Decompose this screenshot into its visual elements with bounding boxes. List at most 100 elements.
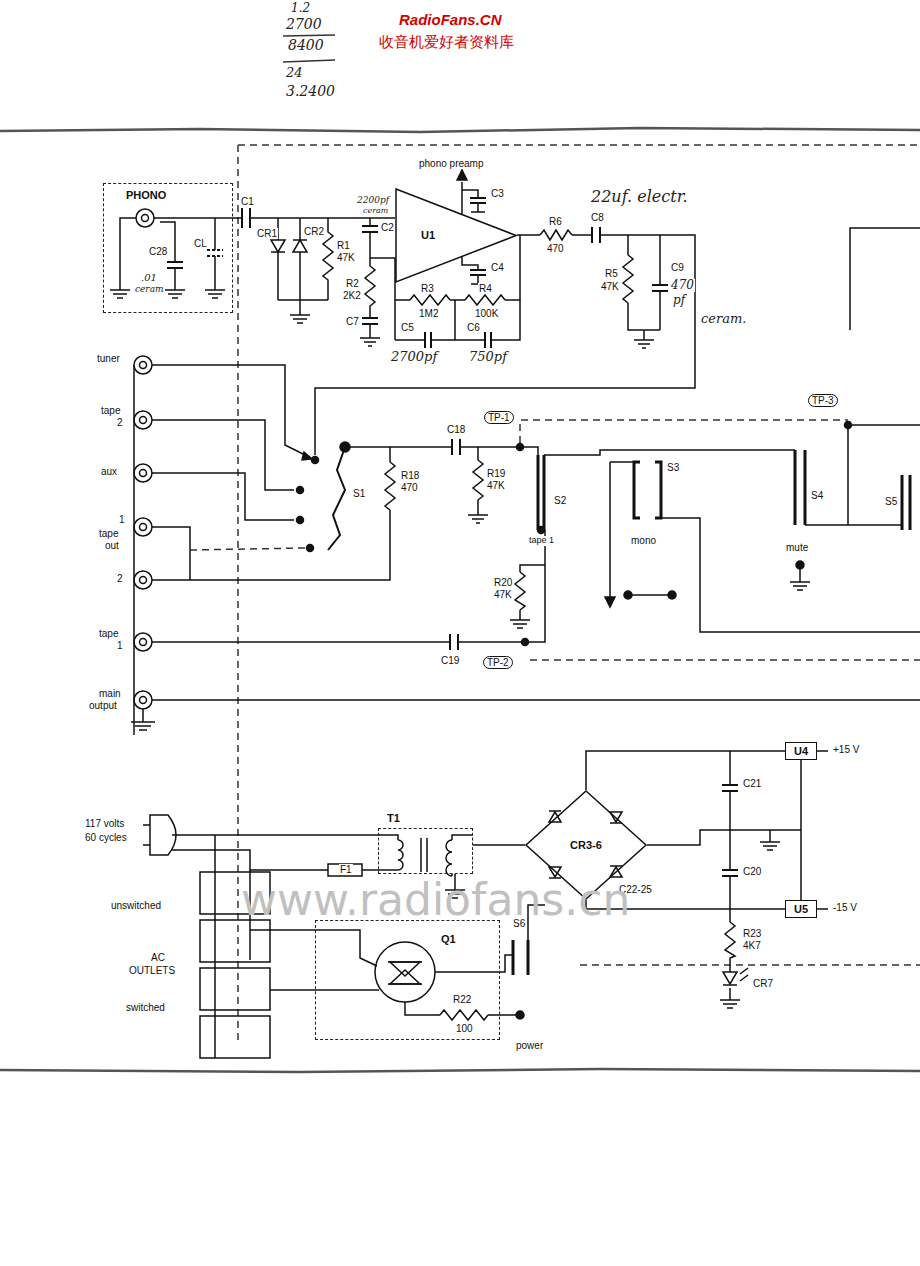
wire bbox=[152, 510, 390, 580]
component-label: +15 V bbox=[832, 744, 860, 755]
component-label: tuner bbox=[96, 353, 121, 364]
capacitor-symbol bbox=[485, 332, 491, 348]
component-label: 1 bbox=[116, 640, 124, 651]
switch-symbol bbox=[328, 447, 345, 550]
diode-symbol bbox=[271, 240, 748, 985]
dashed-enclosure bbox=[520, 420, 848, 443]
regulator-box: U5 bbox=[785, 900, 817, 918]
switch-symbol bbox=[297, 517, 304, 524]
wire bbox=[801, 751, 828, 909]
component-label: tape 1 bbox=[528, 536, 555, 546]
wire bbox=[610, 462, 634, 605]
handwritten-note: 24 bbox=[285, 66, 304, 80]
component-label: R3 bbox=[420, 283, 435, 294]
switch-symbol bbox=[302, 452, 312, 460]
wire bbox=[510, 565, 545, 628]
jack-symbol bbox=[134, 518, 152, 536]
node-label: CR3-6 bbox=[570, 839, 602, 851]
test-point-label: TP-3 bbox=[808, 394, 838, 407]
handwritten-note: 22uf. electr. bbox=[590, 188, 689, 206]
resistor-symbol bbox=[465, 295, 505, 305]
wire-connector bbox=[473, 845, 525, 846]
component-label: S2 bbox=[553, 495, 567, 506]
component-label: C2 bbox=[380, 222, 395, 233]
diode-symbol bbox=[723, 972, 737, 984]
jack-symbol bbox=[140, 577, 147, 584]
switch-symbol bbox=[624, 591, 632, 599]
component-label: S1 bbox=[352, 488, 366, 499]
jack-symbol bbox=[140, 639, 147, 646]
diode-symbol bbox=[610, 865, 622, 867]
component-label: S4 bbox=[810, 490, 824, 501]
wire bbox=[628, 594, 672, 596]
switch-symbol bbox=[517, 444, 524, 451]
handwritten-note: 750pf bbox=[468, 350, 508, 364]
wire bbox=[110, 218, 136, 298]
test-point-label: TP-2 bbox=[483, 656, 513, 669]
capacitor-symbol bbox=[722, 870, 738, 876]
wire bbox=[462, 182, 485, 214]
switch-symbol bbox=[902, 475, 910, 530]
wire bbox=[315, 235, 695, 455]
component-label: C7 bbox=[345, 316, 360, 327]
capacitor-symbol bbox=[470, 198, 486, 203]
handwritten-note: 2200pf bbox=[356, 196, 390, 206]
component-label: C9 bbox=[670, 262, 685, 273]
power-input-symbol bbox=[421, 838, 427, 872]
power-input-symbol bbox=[390, 970, 420, 984]
component-label: 470 bbox=[546, 243, 565, 254]
component-label: CL bbox=[193, 238, 208, 249]
node-label: T1 bbox=[387, 812, 400, 824]
switch-symbol bbox=[845, 422, 852, 429]
jack-symbol bbox=[140, 362, 147, 369]
node-label: U4 bbox=[794, 745, 808, 757]
handwritten-note: .01 bbox=[140, 272, 158, 283]
capacitor-symbol bbox=[207, 250, 223, 256]
wire bbox=[647, 830, 801, 850]
wire bbox=[345, 447, 538, 455]
component-label: R6 bbox=[548, 216, 563, 227]
component-label: 117 volts bbox=[84, 818, 125, 829]
jack-symbol bbox=[142, 215, 149, 222]
wire bbox=[152, 420, 294, 490]
capacitor-symbol bbox=[450, 634, 458, 650]
regulator-box: U4 bbox=[785, 742, 817, 760]
wire bbox=[661, 518, 920, 632]
handwritten-note: 3.2400 bbox=[285, 84, 336, 99]
wire-line bbox=[473, 844, 525, 846]
component-label: CR1 bbox=[256, 228, 278, 239]
resistor-symbol bbox=[515, 572, 525, 610]
power-input-symbol bbox=[150, 815, 176, 855]
power-input-symbol bbox=[446, 840, 452, 876]
wire-line bbox=[586, 751, 785, 790]
switch-symbol bbox=[307, 545, 314, 552]
jack-symbol bbox=[140, 524, 147, 531]
component-label: S3 bbox=[666, 462, 680, 473]
wire bbox=[250, 930, 377, 966]
dashed-enclosure bbox=[530, 659, 920, 661]
scan-border bbox=[0, 128, 920, 1072]
capacitor-symbol bbox=[425, 332, 431, 348]
node-label: U5 bbox=[794, 903, 808, 915]
wire bbox=[110, 182, 920, 1058]
component-label: CR2 bbox=[303, 226, 325, 237]
handwritten-note: 470 bbox=[670, 279, 695, 292]
switch-symbol bbox=[538, 527, 545, 534]
jack-symbol bbox=[134, 411, 152, 429]
component-label: 470 bbox=[400, 482, 419, 493]
power-input-symbol bbox=[398, 840, 403, 870]
component-label: unswitched bbox=[110, 900, 162, 911]
component-label: main bbox=[98, 688, 122, 699]
component-label: power bbox=[515, 1040, 544, 1051]
component-label: C5 bbox=[400, 322, 415, 333]
component-label: 4K7 bbox=[742, 940, 762, 951]
switch-symbol bbox=[538, 455, 544, 530]
component-label: C4 bbox=[490, 262, 505, 273]
wire bbox=[152, 365, 309, 457]
handwritten-note: 1.2 bbox=[290, 2, 311, 15]
wire bbox=[205, 218, 225, 298]
dashed-enclosure bbox=[190, 548, 305, 550]
handwritten-underline bbox=[283, 60, 335, 62]
component-label: 1 bbox=[118, 514, 126, 525]
switch-symbol bbox=[668, 591, 676, 599]
